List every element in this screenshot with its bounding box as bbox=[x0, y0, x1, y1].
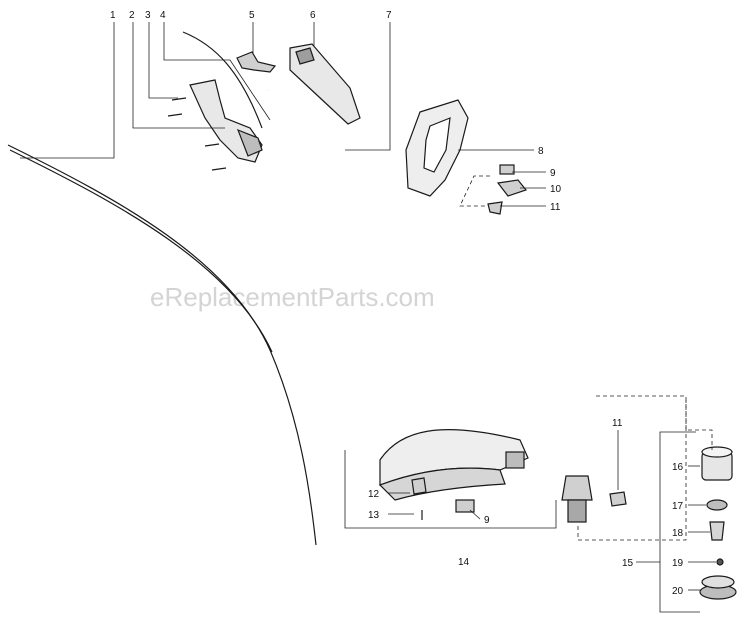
callout-15: 15 bbox=[622, 558, 634, 569]
callout-18: 18 bbox=[672, 528, 684, 539]
callout-16: 16 bbox=[672, 462, 684, 473]
callout-numbers: 1 2 3 4 5 6 7 8 9 10 11 11 12 13 9 14 15… bbox=[110, 10, 684, 597]
callout-11a: 11 bbox=[550, 202, 561, 213]
callout-19: 19 bbox=[672, 558, 684, 569]
callout-14: 14 bbox=[458, 557, 470, 568]
callout-20: 20 bbox=[672, 586, 684, 597]
cable-icon bbox=[182, 31, 263, 129]
handle-grip-icon bbox=[167, 79, 263, 171]
deflector-shield-icon bbox=[378, 429, 529, 520]
callout-9a: 9 bbox=[550, 168, 556, 179]
callout-2: 2 bbox=[129, 10, 135, 21]
callout-8: 8 bbox=[538, 146, 544, 157]
callout-7: 7 bbox=[386, 10, 392, 21]
callout-5: 5 bbox=[249, 10, 255, 21]
flex-shaft-icon bbox=[7, 144, 317, 546]
trimmer-head-icon bbox=[699, 446, 737, 600]
callout-13: 13 bbox=[368, 510, 380, 521]
callout-10: 10 bbox=[550, 184, 562, 195]
callout-1: 1 bbox=[110, 10, 116, 21]
callout-9b: 9 bbox=[484, 515, 490, 526]
callout-6: 6 bbox=[310, 10, 316, 21]
callout-17: 17 bbox=[672, 501, 684, 512]
drive-tube-icon bbox=[265, 86, 593, 523]
handle-hardware-icon bbox=[487, 164, 528, 215]
callout-3: 3 bbox=[145, 10, 151, 21]
watermark-text: eReplacementParts.com bbox=[150, 282, 435, 312]
assist-handle-icon bbox=[405, 99, 469, 197]
callout-11b: 11 bbox=[612, 418, 623, 429]
leader-lines bbox=[20, 22, 716, 613]
clip-icon bbox=[609, 491, 627, 507]
shaft-clamp-icon bbox=[289, 43, 361, 125]
callout-4: 4 bbox=[160, 10, 166, 21]
callout-12: 12 bbox=[368, 489, 380, 500]
throttle-trigger-icon bbox=[236, 51, 277, 73]
screw-icon bbox=[167, 97, 227, 171]
